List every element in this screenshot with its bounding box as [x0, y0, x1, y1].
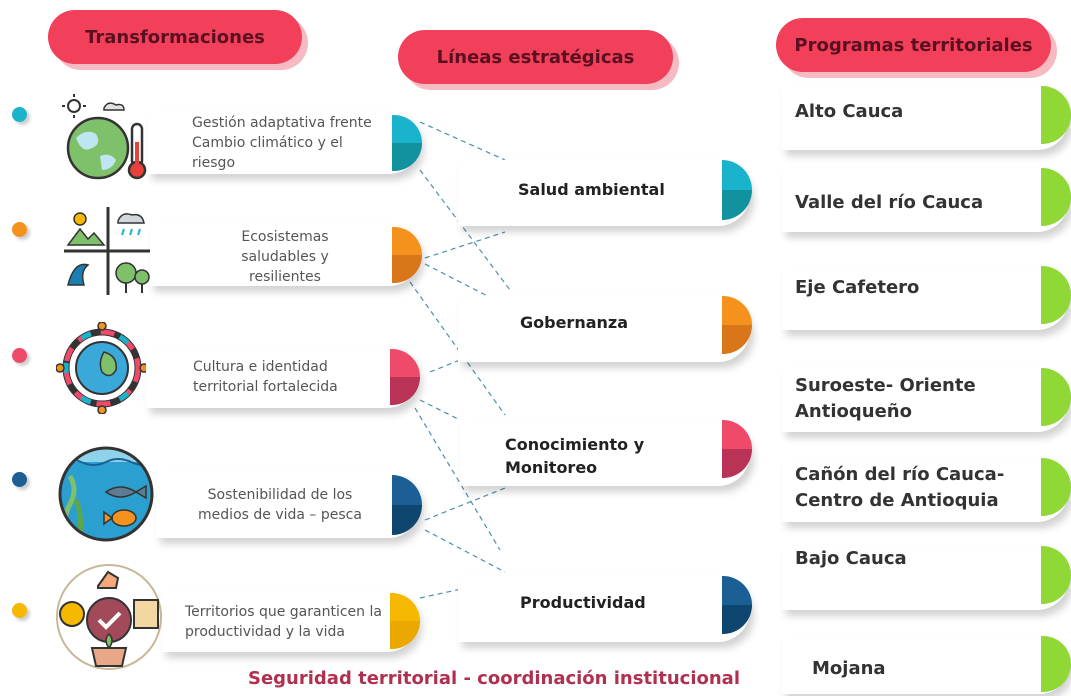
header-programas: Programas territoriales [776, 18, 1051, 72]
color-marker [392, 475, 422, 535]
color-marker [722, 296, 752, 354]
programa-card [782, 368, 1071, 432]
bullet-dot [12, 348, 27, 363]
culture-globe-icon [55, 321, 149, 415]
linea-card [458, 576, 752, 642]
transformacion-card [162, 590, 420, 652]
linea-card [458, 296, 752, 362]
linea-label: Salud ambiental [518, 180, 665, 199]
header-label: Programas territoriales [794, 34, 1033, 56]
fishing-icon [56, 444, 156, 544]
climate-earth-icon [58, 94, 150, 186]
bullet-dot [12, 472, 27, 487]
programa-label: Cañón del río Cauca- Centro de Antioquia [795, 464, 1005, 511]
transformacion-card [156, 472, 422, 538]
programa-label: Eje Cafetero [795, 277, 920, 298]
color-marker [392, 115, 422, 171]
transformacion-label: Ecosistemas saludables y resilientes [241, 229, 329, 285]
linea-card [458, 160, 752, 226]
programa-card [782, 168, 1071, 232]
transformacion-card [146, 346, 420, 408]
color-marker [392, 227, 422, 283]
connector-line [409, 281, 506, 416]
programa-label: Mojana [812, 658, 886, 679]
transformacion-label: Cultura e identidad territorial fortalec… [193, 359, 338, 395]
transformacion-label: Sostenibilidad de los medios de vida – p… [198, 487, 362, 523]
programa-label: Bajo Cauca [795, 548, 907, 569]
header-transformaciones: Transformaciones [48, 10, 302, 64]
color-marker [390, 593, 420, 649]
transformacion-card [148, 112, 422, 174]
transformacion-card [150, 224, 422, 286]
ecosystems-icon [62, 205, 154, 297]
programa-card [782, 266, 1071, 330]
programa-card [782, 636, 1071, 694]
productivity-icon [54, 562, 164, 672]
footer-caption: Seguridad territorial - coordinación ins… [248, 668, 740, 689]
bullet-dot [12, 222, 27, 237]
connector-line [424, 487, 506, 521]
connector-line [414, 407, 501, 551]
linea-card [460, 420, 752, 486]
linea-label: Conocimiento y Monitoreo [505, 435, 645, 477]
header-lineas: Líneas estratégicas [398, 30, 673, 84]
color-marker [722, 160, 752, 220]
programa-label: Alto Cauca [795, 101, 904, 122]
connector-line [419, 169, 511, 291]
transformacion-label: Territorios que garanticen la productivi… [185, 604, 382, 640]
programa-label: Suroeste- Oriente Antioqueño [795, 375, 976, 422]
bullet-dot [12, 107, 27, 122]
programa-label: Valle del río Cauca [795, 192, 984, 213]
linea-label: Productividad [520, 593, 646, 612]
header-label: Líneas estratégicas [436, 46, 635, 68]
programa-card [782, 546, 1071, 610]
color-marker [722, 576, 752, 634]
programa-card [782, 458, 1071, 522]
header-label: Transformaciones [85, 26, 265, 48]
bullet-dot [12, 603, 27, 618]
connector-line [419, 121, 506, 161]
connector-line [424, 231, 506, 259]
linea-label: Gobernanza [520, 313, 629, 332]
color-marker [722, 420, 752, 478]
transformacion-label: Gestión adaptativa frente Cambio climáti… [192, 115, 372, 171]
color-marker [390, 349, 420, 405]
connector-line [424, 529, 506, 573]
